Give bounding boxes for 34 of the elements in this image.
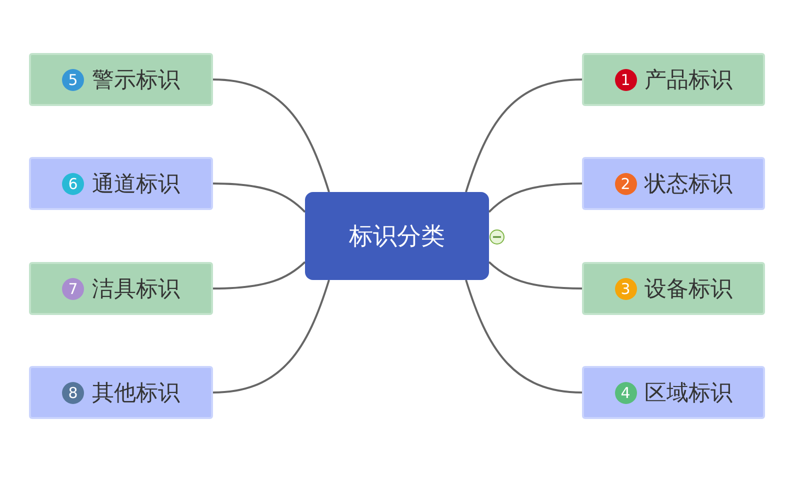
- topic-box: [582, 366, 765, 419]
- topic-text: 产品标识: [644, 66, 732, 94]
- topic-box: [582, 157, 765, 210]
- connector-line: [465, 280, 582, 394]
- number-badge: 6: [62, 172, 84, 194]
- topic-text: 洁具标识: [92, 276, 180, 304]
- topic-text: 设备标识: [644, 276, 732, 304]
- number-badge: 2: [614, 172, 636, 194]
- topic-box: [582, 262, 765, 315]
- connector-line: [488, 261, 582, 290]
- connector-line: [212, 182, 306, 213]
- connector-line: [465, 78, 582, 192]
- topic-box: [29, 53, 213, 106]
- connector-line: [212, 280, 330, 394]
- topic-box: [29, 366, 213, 419]
- central-topic-box: [305, 192, 489, 280]
- connector-line: [212, 78, 330, 192]
- topic-box: [582, 53, 765, 106]
- number-badge: 7: [62, 278, 84, 300]
- number-badge: 8: [62, 382, 84, 404]
- number-badge: 1: [614, 68, 636, 90]
- topic-text: 警示标识: [92, 66, 180, 94]
- topic-box: [29, 262, 213, 315]
- connector-line: [212, 261, 306, 290]
- topic-box: [29, 157, 213, 210]
- topic-text: 状态标识: [644, 170, 732, 198]
- number-badge: 4: [614, 382, 636, 404]
- topic-text: 其他标识: [92, 380, 180, 408]
- number-badge: 3: [614, 278, 636, 300]
- topic-text: 标识分类: [349, 221, 445, 252]
- number-badge: 5: [62, 68, 84, 90]
- topic-text: 通道标识: [92, 170, 180, 198]
- topic-text: 区域标识: [644, 380, 732, 408]
- connector-line: [488, 182, 582, 213]
